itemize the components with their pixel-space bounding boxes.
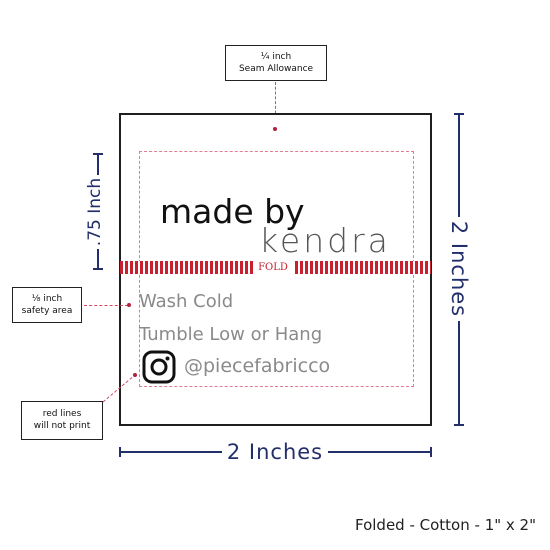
- red-lines-line-1: red lines: [42, 409, 82, 419]
- fold-height-label: .75 Inch: [83, 174, 107, 250]
- seam-allowance-line-2: Seam Allowance: [238, 64, 314, 74]
- red-lines-leader: [102, 374, 136, 403]
- seam-allowance-leader: [275, 82, 276, 128]
- width-cap-left: [119, 447, 121, 457]
- width-label: 2 Inches: [221, 437, 329, 467]
- width-label-wrap: 2 Inches: [200, 437, 350, 467]
- fold-label: FOLD: [253, 261, 293, 274]
- width-cap-right: [430, 447, 432, 457]
- height-cap-bottom: [454, 424, 464, 426]
- safety-area-line-2: safety area: [21, 306, 73, 316]
- social-handle: @piecefabricco: [184, 355, 331, 377]
- safety-area-callout: ⅛ inch safety area: [12, 287, 82, 323]
- brand-made-by: made by: [160, 192, 305, 231]
- red-lines-marker: [133, 373, 137, 377]
- safety-area-leader: [84, 305, 128, 306]
- fold-height-label-wrap: .75 Inch: [83, 162, 107, 262]
- safety-area-marker: [127, 303, 131, 307]
- red-lines-line-2: will not print: [33, 421, 91, 431]
- height-cap-top: [454, 113, 464, 115]
- instagram-icon: [142, 350, 176, 384]
- seam-allowance-marker: [273, 127, 277, 131]
- seam-allowance-line-1: ¼ inch: [260, 52, 292, 62]
- caption: Folded - Cotton - 1" x 2": [354, 516, 536, 534]
- care-dry: Tumble Low or Hang: [139, 324, 323, 345]
- fold-height-cap-top: [93, 153, 103, 155]
- brand-name: kendra: [259, 221, 391, 260]
- height-label: 2 Inches: [444, 216, 474, 322]
- fold-height-cap-bottom: [93, 268, 103, 270]
- red-lines-callout: red lines will not print: [21, 401, 103, 440]
- seam-allowance-callout: ¼ inch Seam Allowance: [225, 45, 327, 81]
- safety-area-line-1: ⅛ inch: [31, 294, 63, 304]
- height-label-wrap: 2 Inches: [444, 199, 474, 339]
- care-wash: Wash Cold: [139, 291, 234, 312]
